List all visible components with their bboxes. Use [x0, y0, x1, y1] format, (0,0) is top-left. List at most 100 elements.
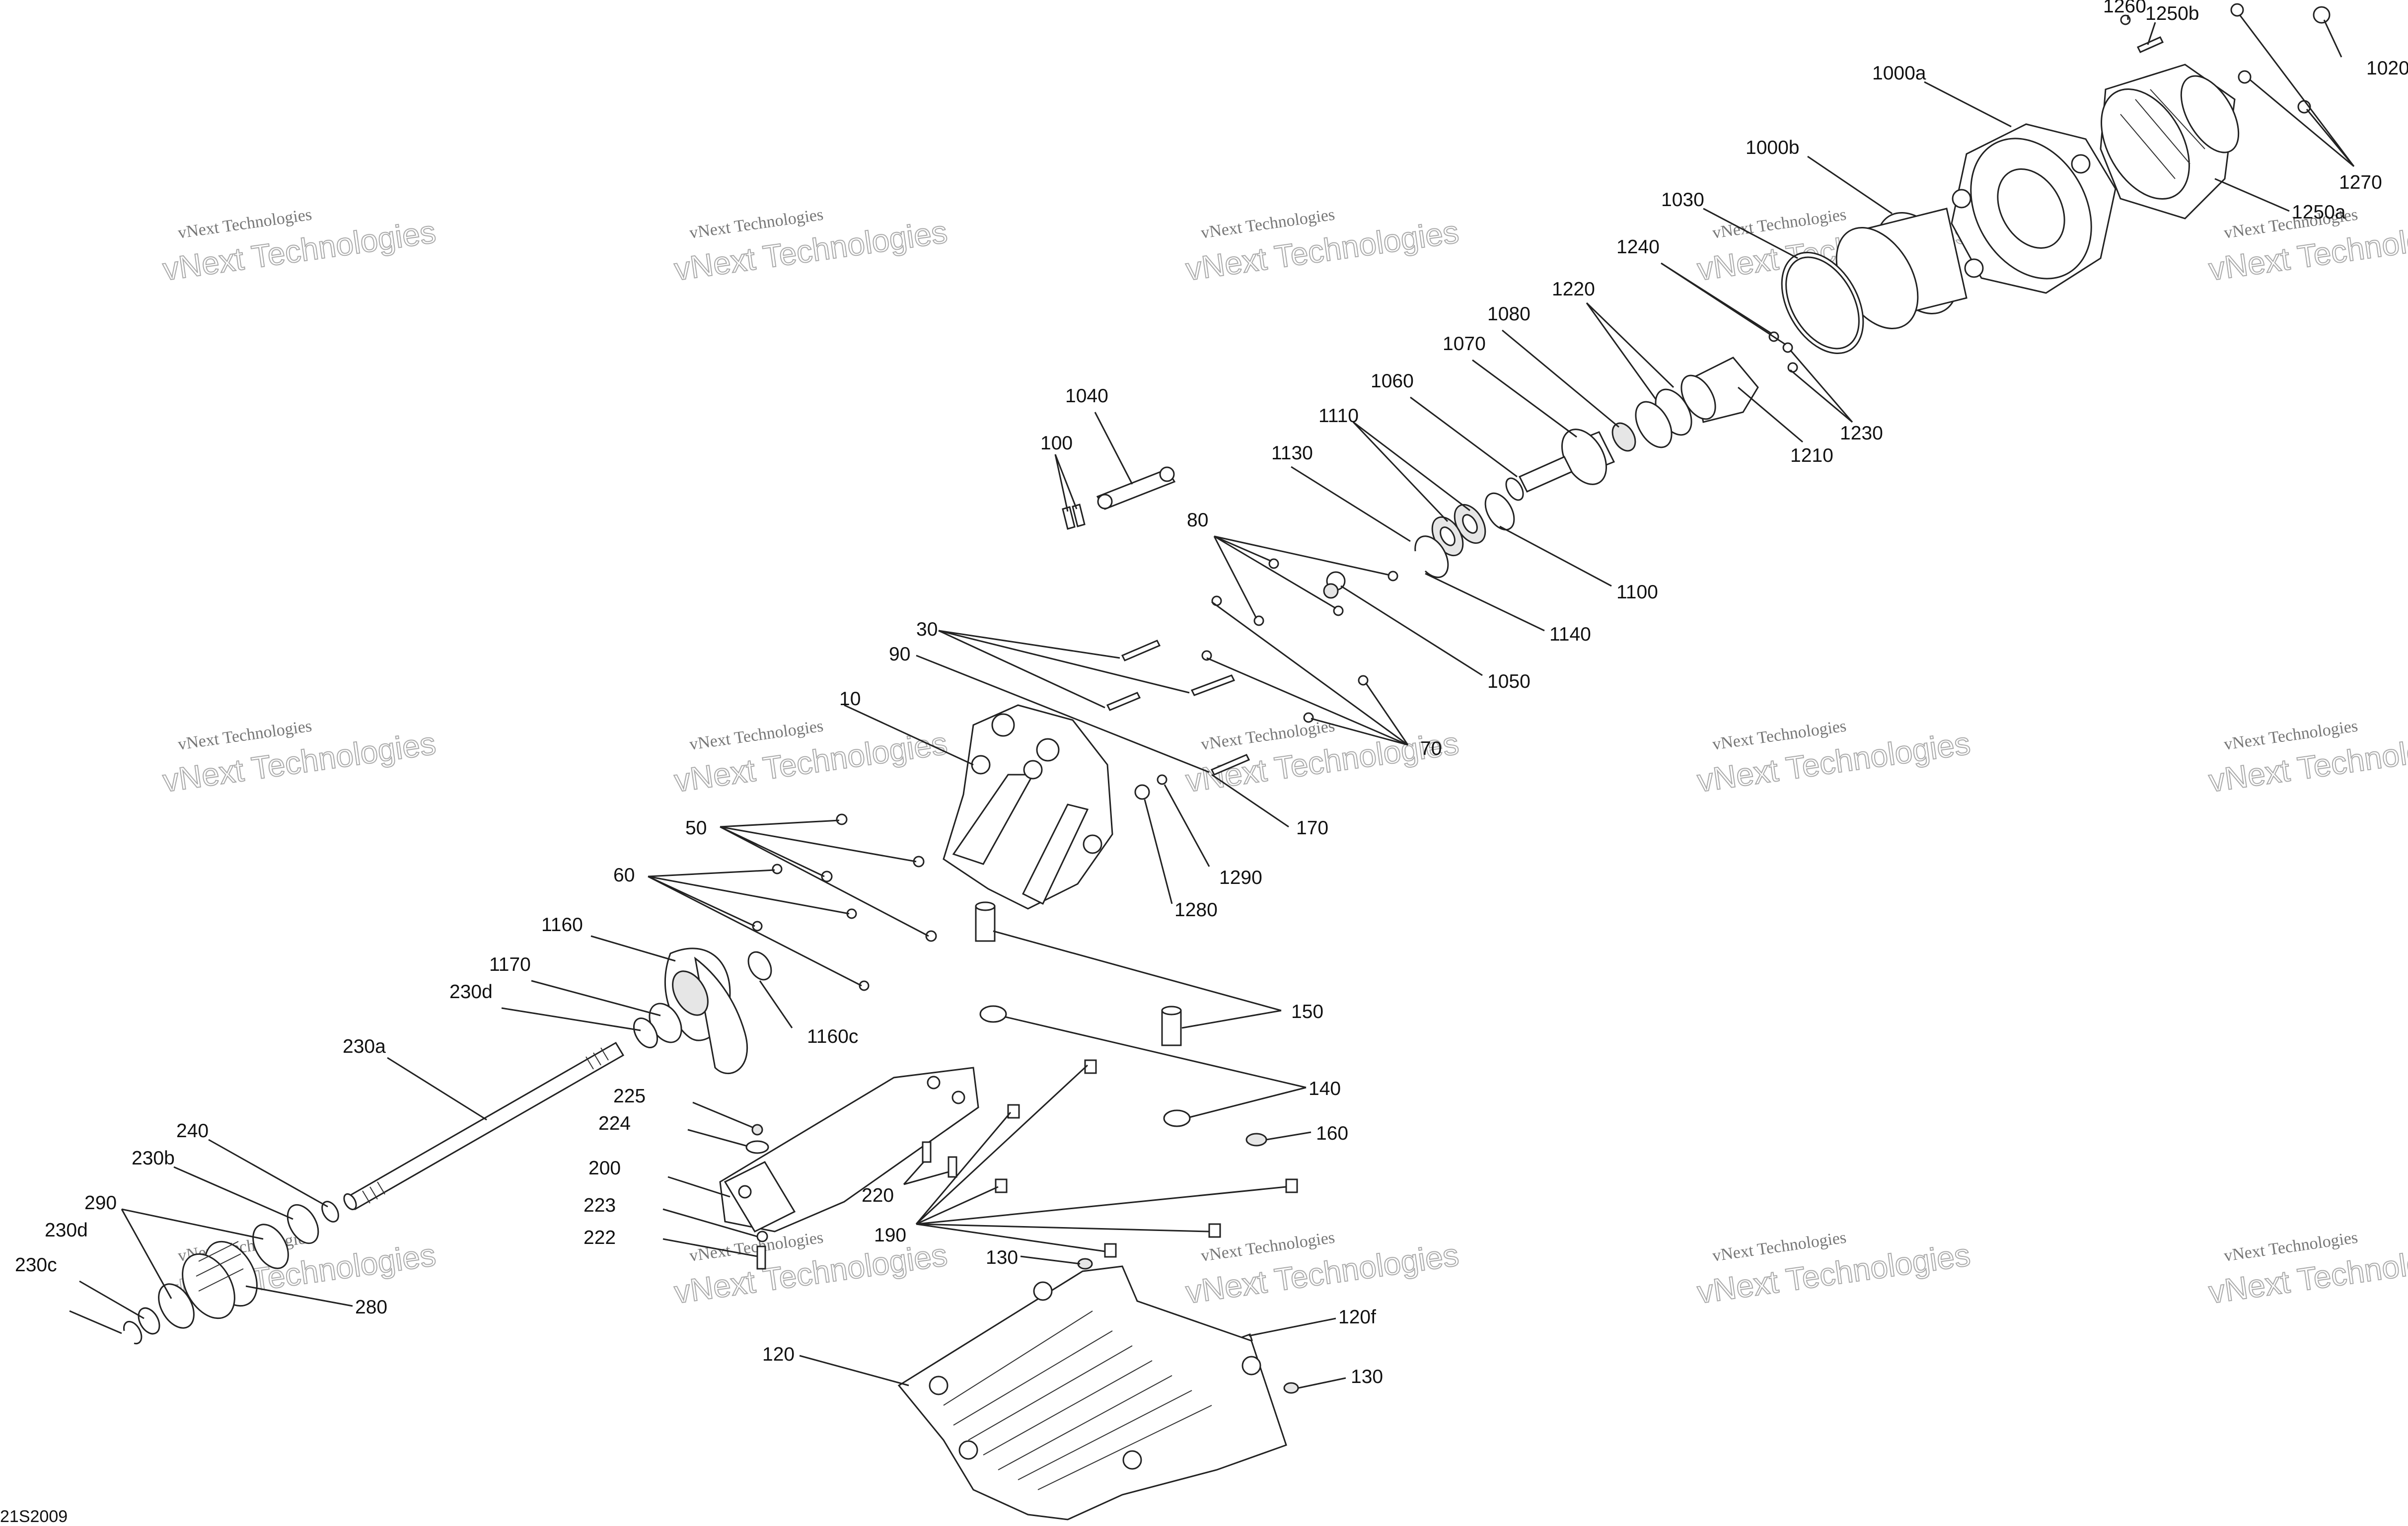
callout-1170: 1170 [489, 954, 531, 975]
screw [1208, 1223, 1221, 1238]
watermark: vNext Technologies vNext Technologies [160, 717, 438, 799]
stud [1106, 692, 1141, 711]
spacer [1611, 422, 1636, 452]
callout-222: 222 [584, 1227, 616, 1248]
nut [1387, 571, 1398, 581]
callout-220: 220 [862, 1185, 894, 1206]
callout-130-a: 130 [986, 1247, 1018, 1268]
callout-170: 170 [1296, 817, 1328, 839]
boot-ring [287, 1204, 319, 1244]
grommet [1283, 1382, 1299, 1394]
watermark: vNext Technologies vNext Technologies [671, 717, 949, 799]
washer [1134, 784, 1150, 800]
callout-224: 224 [598, 1113, 631, 1134]
callout-70: 70 [1420, 738, 1442, 759]
washer [821, 871, 833, 882]
screw [922, 1141, 932, 1163]
drain-fitting [1323, 571, 1346, 599]
washer [1333, 605, 1344, 616]
ring [138, 1307, 160, 1335]
venturi-housing [2100, 64, 2240, 219]
washer [925, 930, 937, 942]
callout-1070: 1070 [1443, 333, 1486, 355]
screw [751, 1124, 763, 1136]
leader-lines [69, 14, 2355, 1389]
nut [1268, 558, 1279, 569]
stud [1210, 754, 1250, 776]
callout-230d-top: 230d [449, 981, 493, 1003]
watermark: vNext Technologies vNext Technologies [1183, 717, 1461, 799]
watermark: vNext Technologies vNext Technologies [1183, 1228, 1461, 1310]
sleeve [633, 1017, 658, 1048]
washer [1201, 650, 1212, 661]
callout-1130: 1130 [1271, 442, 1313, 464]
rubber-boot [182, 1240, 258, 1319]
seal-inner [1462, 514, 1478, 534]
callout-1210: 1210 [1790, 445, 1833, 466]
callout-190: 190 [874, 1225, 906, 1246]
callout-1250b: 1250b [2145, 3, 2199, 24]
clamp [252, 1224, 289, 1269]
ride-plate [897, 1265, 1287, 1521]
callout-120: 120 [762, 1344, 795, 1365]
callout-10: 10 [839, 688, 861, 710]
callout-1100: 1100 [1616, 581, 1658, 603]
callout-230a: 230a [343, 1036, 386, 1057]
callout-1000a: 1000a [1872, 63, 1926, 84]
callout-150: 150 [1291, 1001, 1323, 1022]
watermark-layer: vNext Technologies vNext Technologies vN… [160, 205, 2408, 1310]
stud [1190, 674, 1236, 696]
watermark: vNext Technologies vNext Technologies [671, 1228, 949, 1310]
callout-90: 90 [889, 644, 910, 665]
watermark: vNext Technologies vNext Technologies [160, 205, 438, 288]
nut [1358, 675, 1369, 686]
pump-housing [1951, 123, 2116, 294]
screw [2230, 3, 2244, 17]
watermark: vNext Technologies vNext Technologies [2206, 1228, 2408, 1310]
callout-1290: 1290 [1219, 867, 1262, 888]
watermark: vNext Technologies vNext Technologies [1694, 717, 1972, 799]
screw [1084, 1059, 1097, 1074]
screw [2313, 6, 2331, 24]
impeller [664, 947, 748, 1074]
callout-1080: 1080 [1487, 303, 1531, 325]
washer [836, 813, 848, 825]
callout-1040: 1040 [1065, 385, 1108, 407]
callout-1240: 1240 [1616, 236, 1660, 258]
washer [1157, 774, 1168, 785]
o-ring [1635, 401, 1673, 448]
stud [1121, 640, 1161, 661]
callout-labels: 1260 1250b 1020 1000a 1000b 1270 1250a 1… [15, 0, 2408, 1387]
callout-1230: 1230 [1840, 423, 1883, 444]
callout-1020: 1020 [2366, 58, 2408, 79]
callout-1030: 1030 [1661, 189, 1704, 211]
washer [1303, 712, 1314, 723]
callout-30: 30 [916, 619, 938, 640]
callout-50: 50 [685, 817, 707, 839]
callout-200: 200 [588, 1158, 621, 1179]
washer [756, 1231, 768, 1242]
screw [1285, 1178, 1298, 1193]
callout-1280: 1280 [1174, 899, 1218, 921]
seal-inner [1440, 526, 1456, 546]
pump-shaft [1505, 456, 1573, 501]
impeller-ring [747, 951, 772, 981]
nut [1253, 615, 1264, 626]
callout-1160: 1160 [541, 914, 583, 936]
boot-ring [321, 1201, 339, 1223]
fitting [975, 901, 996, 942]
callout-160: 160 [1316, 1123, 1348, 1144]
callout-60: 60 [613, 865, 635, 886]
callout-140: 140 [1309, 1078, 1341, 1099]
watermark: vNext Technologies vNext Technologies [1183, 205, 1461, 288]
nut [752, 921, 763, 932]
callout-80: 80 [1187, 509, 1208, 531]
callout-100: 100 [1040, 433, 1073, 454]
callout-1260: 1260 [2103, 0, 2146, 17]
callout-1160c: 1160c [807, 1026, 858, 1047]
seal-ring [979, 1005, 1007, 1023]
bearing [1561, 429, 1615, 485]
wear-ring [1835, 208, 1968, 329]
nut [859, 980, 870, 991]
